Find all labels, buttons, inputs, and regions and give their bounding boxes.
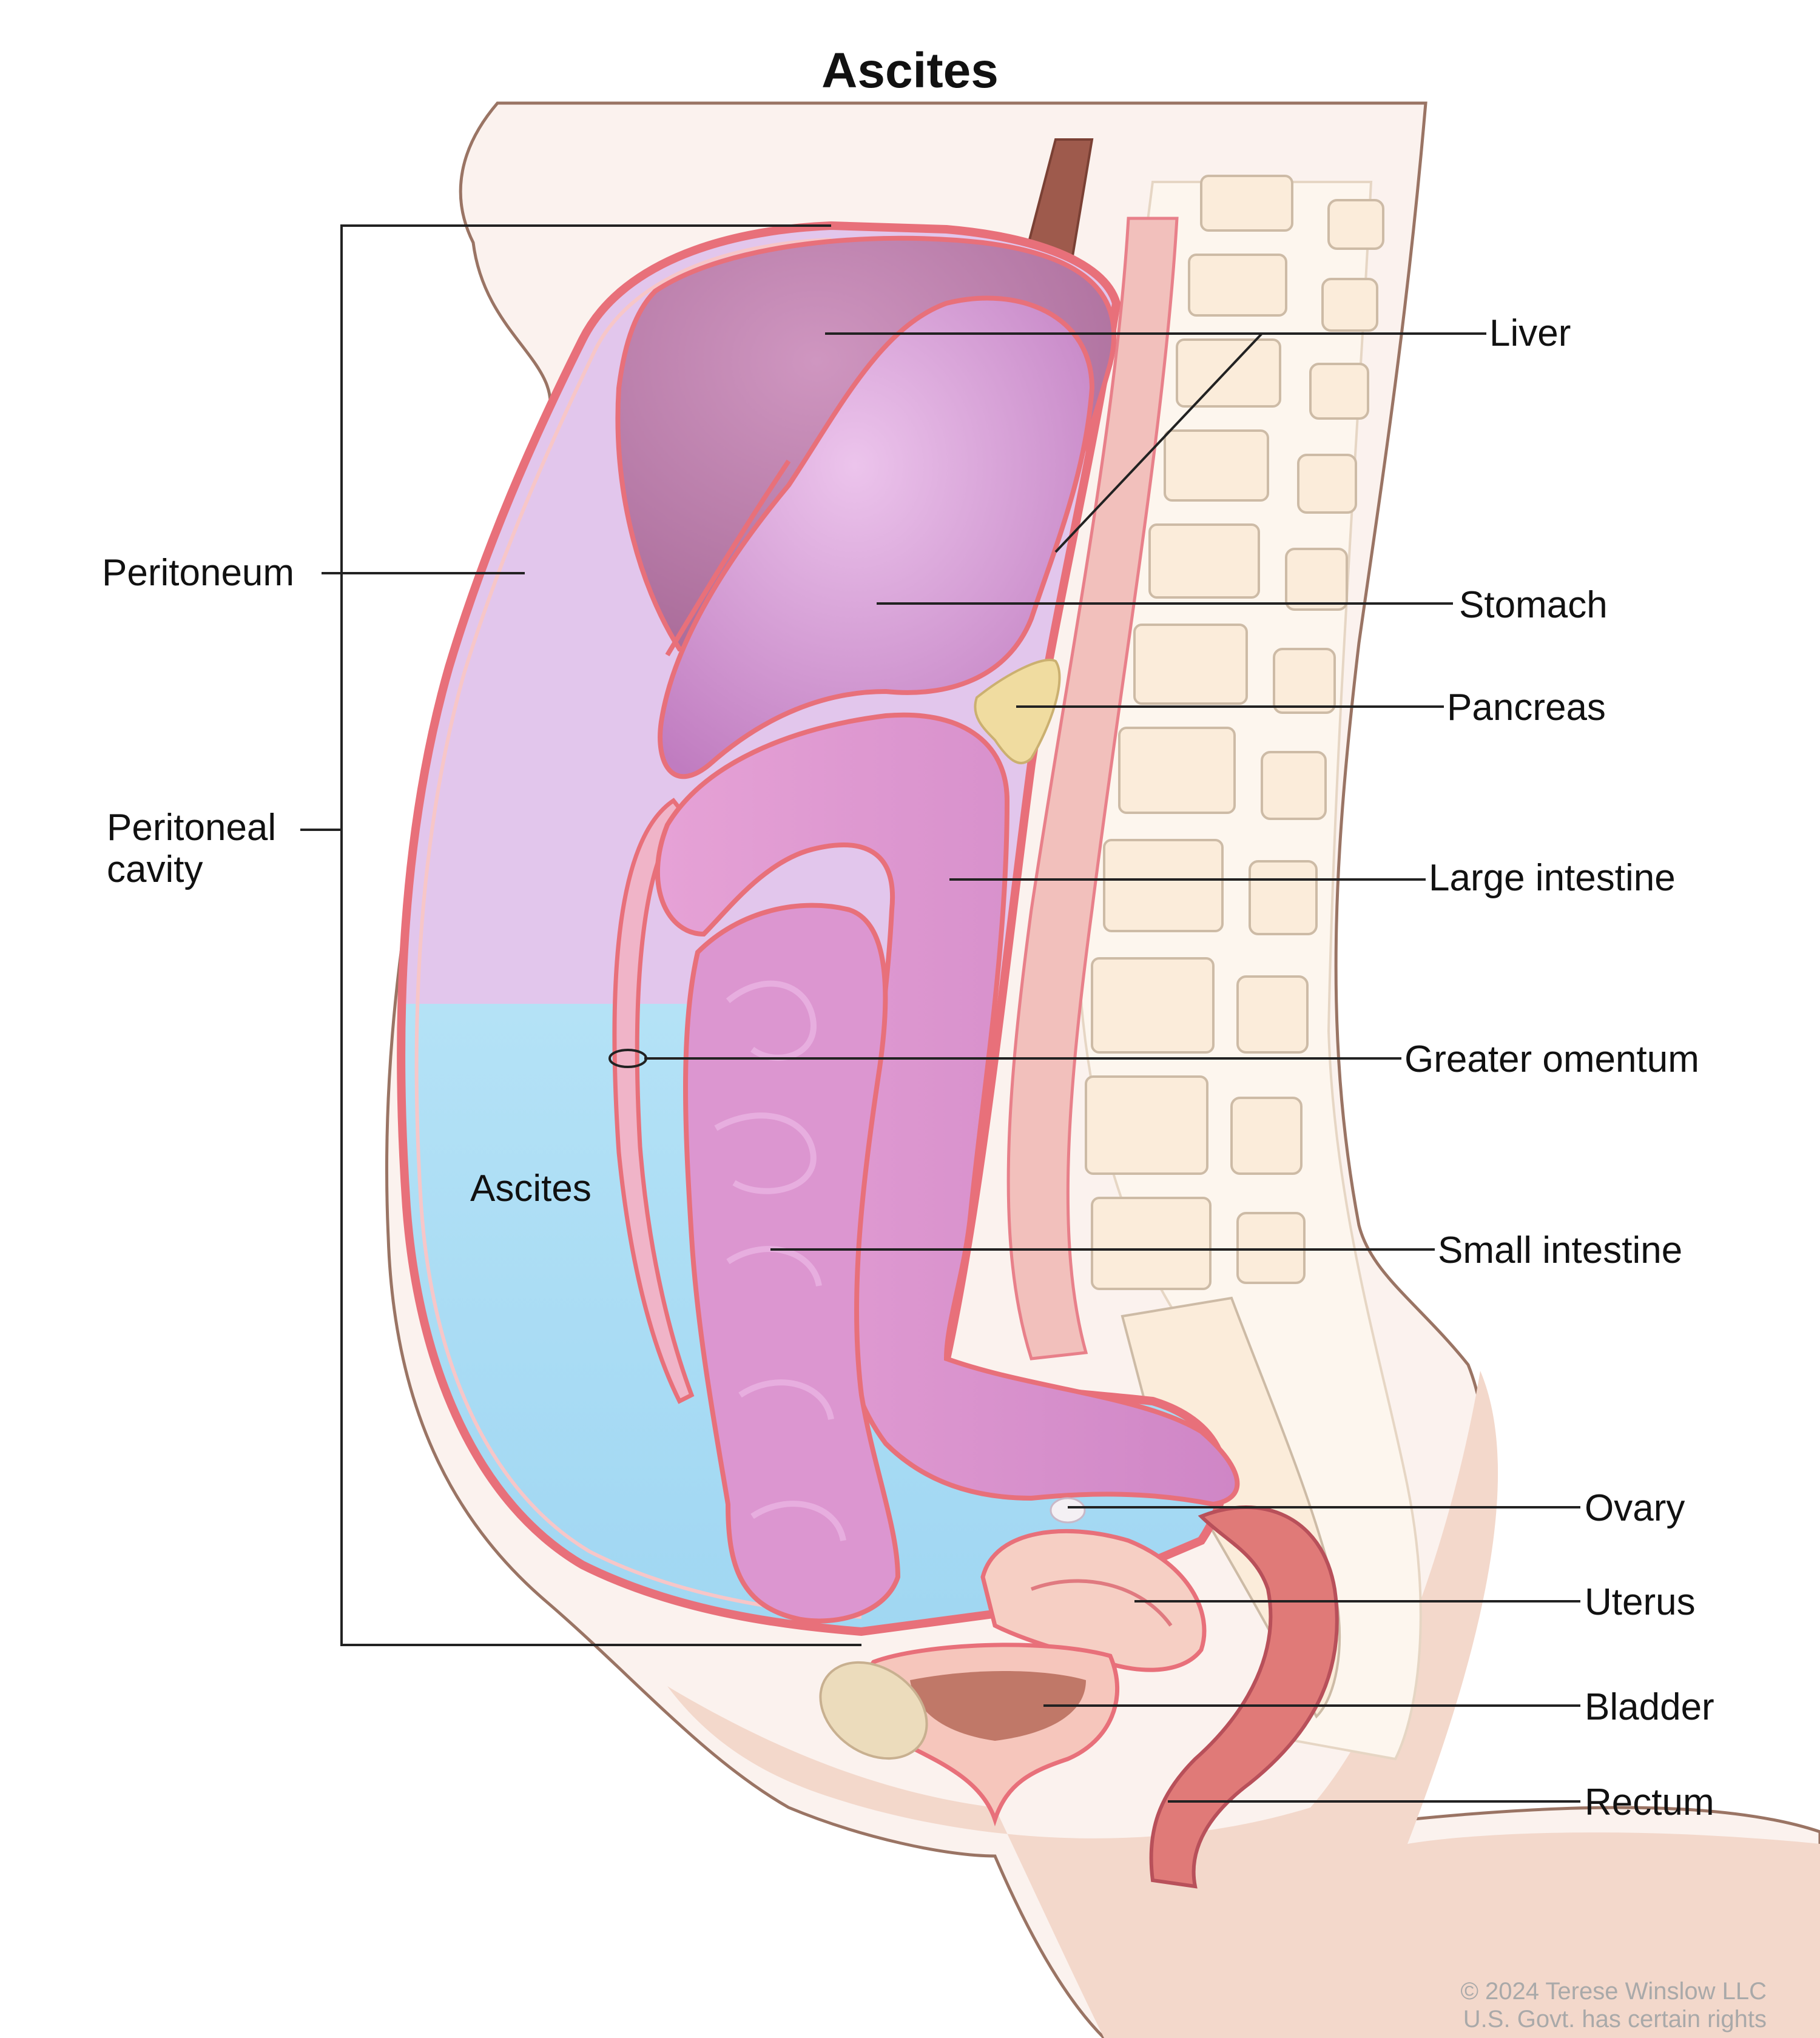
label-stomach: Stomach [1459,584,1608,626]
label-liver: Liver [1489,312,1571,354]
copyright-line-2: U.S. Govt. has certain rights [1463,2006,1767,2033]
leader-lines [300,224,1580,1803]
greater-omentum [612,798,695,1404]
label-ascites: Ascites [470,1168,592,1209]
label-large-intestine: Large intestine [1429,857,1676,899]
pancreas [974,659,1061,765]
label-uterus: Uterus [1585,1581,1696,1623]
label-peritoneal-cavity: Peritoneal cavity [107,807,277,891]
posterior-wall [1006,217,1179,1360]
label-rectum: Rectum [1585,1781,1714,1823]
label-pancreas: Pancreas [1447,687,1606,728]
pubic-bone [819,1661,928,1760]
label-greater-omentum: Greater omentum [1404,1038,1699,1080]
label-bladder: Bladder [1585,1686,1714,1728]
label-small-intestine: Small intestine [1438,1229,1683,1271]
greater-omentum-marker [608,1049,647,1068]
copyright-notice: © 2024 Terese Winslow LLC U.S. Govt. has… [1460,1977,1767,2033]
large-intestine [655,712,1240,1507]
copyright-line-1: © 2024 Terese Winslow LLC [1460,1978,1767,2005]
ovary [1050,1497,1086,1524]
label-peritoneum: Peritoneum [102,552,295,594]
small-intestine [683,903,901,1624]
stomach [658,295,1095,779]
lower-body-skin [667,1371,1820,2038]
diagram-title: Ascites [821,43,999,98]
label-ovary: Ovary [1585,1487,1685,1529]
